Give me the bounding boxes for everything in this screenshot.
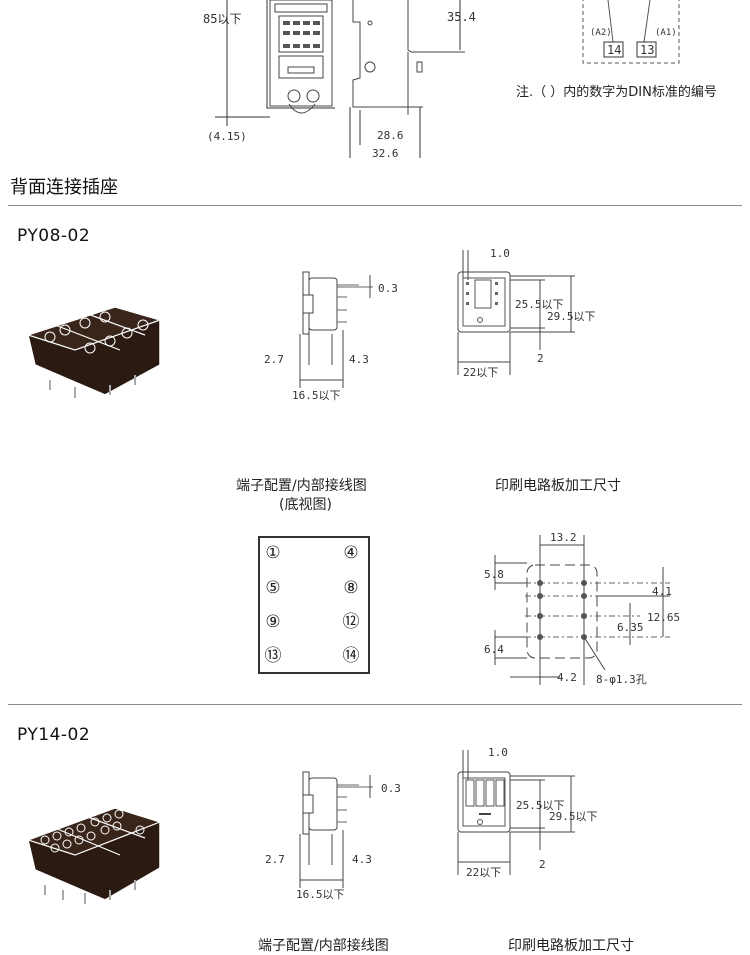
right-dim: 4.3 bbox=[349, 353, 369, 366]
bottom-dim: 2 bbox=[537, 352, 544, 365]
terminal-13: 13 bbox=[640, 43, 655, 57]
pcb-width: 13.2 bbox=[550, 531, 577, 544]
left-dim: 2.7 bbox=[264, 353, 284, 366]
terminal-layout-caption: 端子配置/内部接线图 bbox=[258, 938, 389, 954]
pcb-caption: 印刷电路板加工尺寸 bbox=[508, 938, 634, 954]
relay-front-drawing bbox=[215, 0, 335, 126]
pin-thickness: 0.3 bbox=[378, 282, 398, 295]
terminal-9: ⑨ bbox=[265, 612, 281, 632]
pcb-row-gap-2: 6.35 bbox=[617, 621, 644, 634]
depth-outer-label: 32.6 bbox=[372, 147, 399, 160]
pcb-row-gap-1: 4.1 bbox=[652, 585, 672, 598]
din-note: 注.（ ）内的数字为DIN标准的编号 bbox=[516, 85, 717, 100]
depth-inner-label: 28.6 bbox=[377, 129, 404, 142]
relay-side-drawing bbox=[349, 0, 465, 158]
pcb-side-offset: 4.2 bbox=[557, 671, 577, 684]
coil-a2-label: (A2) bbox=[590, 28, 612, 38]
socket-image bbox=[26, 306, 162, 398]
pcb-bottom-offset: 6.4 bbox=[484, 643, 504, 656]
total-dim: 16.5以下 bbox=[296, 888, 345, 901]
width-dim: 22以下 bbox=[466, 866, 502, 879]
pcb-hole-spec: 8-φ1.3孔 bbox=[596, 673, 647, 686]
section-title: 背面连接插座 bbox=[10, 177, 118, 198]
terminal-5: ⑤ bbox=[265, 578, 281, 598]
bottom-dim: 2 bbox=[539, 858, 546, 871]
terminal-12: ⑫ bbox=[342, 612, 360, 632]
inner-height: 25.5以下 bbox=[515, 298, 564, 311]
front-view-drawing bbox=[457, 750, 575, 875]
pcb-total-span: 12.65 bbox=[647, 611, 681, 624]
outer-height: 29.5以下 bbox=[549, 810, 598, 823]
pcb-top-offset: 5.8 bbox=[484, 568, 504, 581]
model-name: PY14-02 bbox=[17, 725, 91, 745]
inner-height: 25.5以下 bbox=[516, 799, 565, 812]
terminal-4: ④ bbox=[343, 543, 359, 563]
product-divider bbox=[8, 704, 742, 705]
model-name: PY08-02 bbox=[17, 226, 91, 246]
terminal-14: 14 bbox=[607, 43, 622, 57]
front-view-drawing bbox=[457, 250, 575, 375]
socket-image bbox=[26, 807, 162, 904]
terminal-layout-subcaption: (底视图) bbox=[279, 497, 332, 513]
coil-a1-label: (A1) bbox=[655, 28, 677, 38]
top-dim: 1.0 bbox=[488, 746, 508, 759]
wiring-diagram bbox=[582, 0, 680, 64]
side-view-drawing bbox=[299, 271, 373, 388]
terminal-8: ⑧ bbox=[343, 578, 359, 598]
side-height-label: 35.4 bbox=[447, 10, 476, 24]
terminal-layout-box: ① ④ ⑤ ⑧ ⑨ ⑫ ⑬ ⑭ bbox=[258, 536, 370, 674]
width-dim: 22以下 bbox=[463, 366, 499, 379]
pcb-drawing bbox=[494, 535, 670, 685]
pin-thickness: 0.3 bbox=[381, 782, 401, 795]
right-dim: 4.3 bbox=[352, 853, 372, 866]
side-view-drawing bbox=[299, 771, 373, 888]
section-divider bbox=[8, 205, 742, 206]
left-dim: 2.7 bbox=[265, 853, 285, 866]
terminal-1: ① bbox=[265, 543, 281, 563]
offset-label: (4.15) bbox=[207, 130, 247, 143]
height-label: 85以下 bbox=[203, 12, 242, 26]
outer-height: 29.5以下 bbox=[547, 310, 596, 323]
terminal-14: ⑭ bbox=[342, 646, 360, 666]
terminal-layout-caption: 端子配置/内部接线图 bbox=[236, 478, 367, 494]
pcb-caption: 印刷电路板加工尺寸 bbox=[495, 478, 621, 494]
terminal-13: ⑬ bbox=[264, 646, 282, 666]
total-dim: 16.5以下 bbox=[292, 389, 341, 402]
top-dim: 1.0 bbox=[490, 247, 510, 260]
